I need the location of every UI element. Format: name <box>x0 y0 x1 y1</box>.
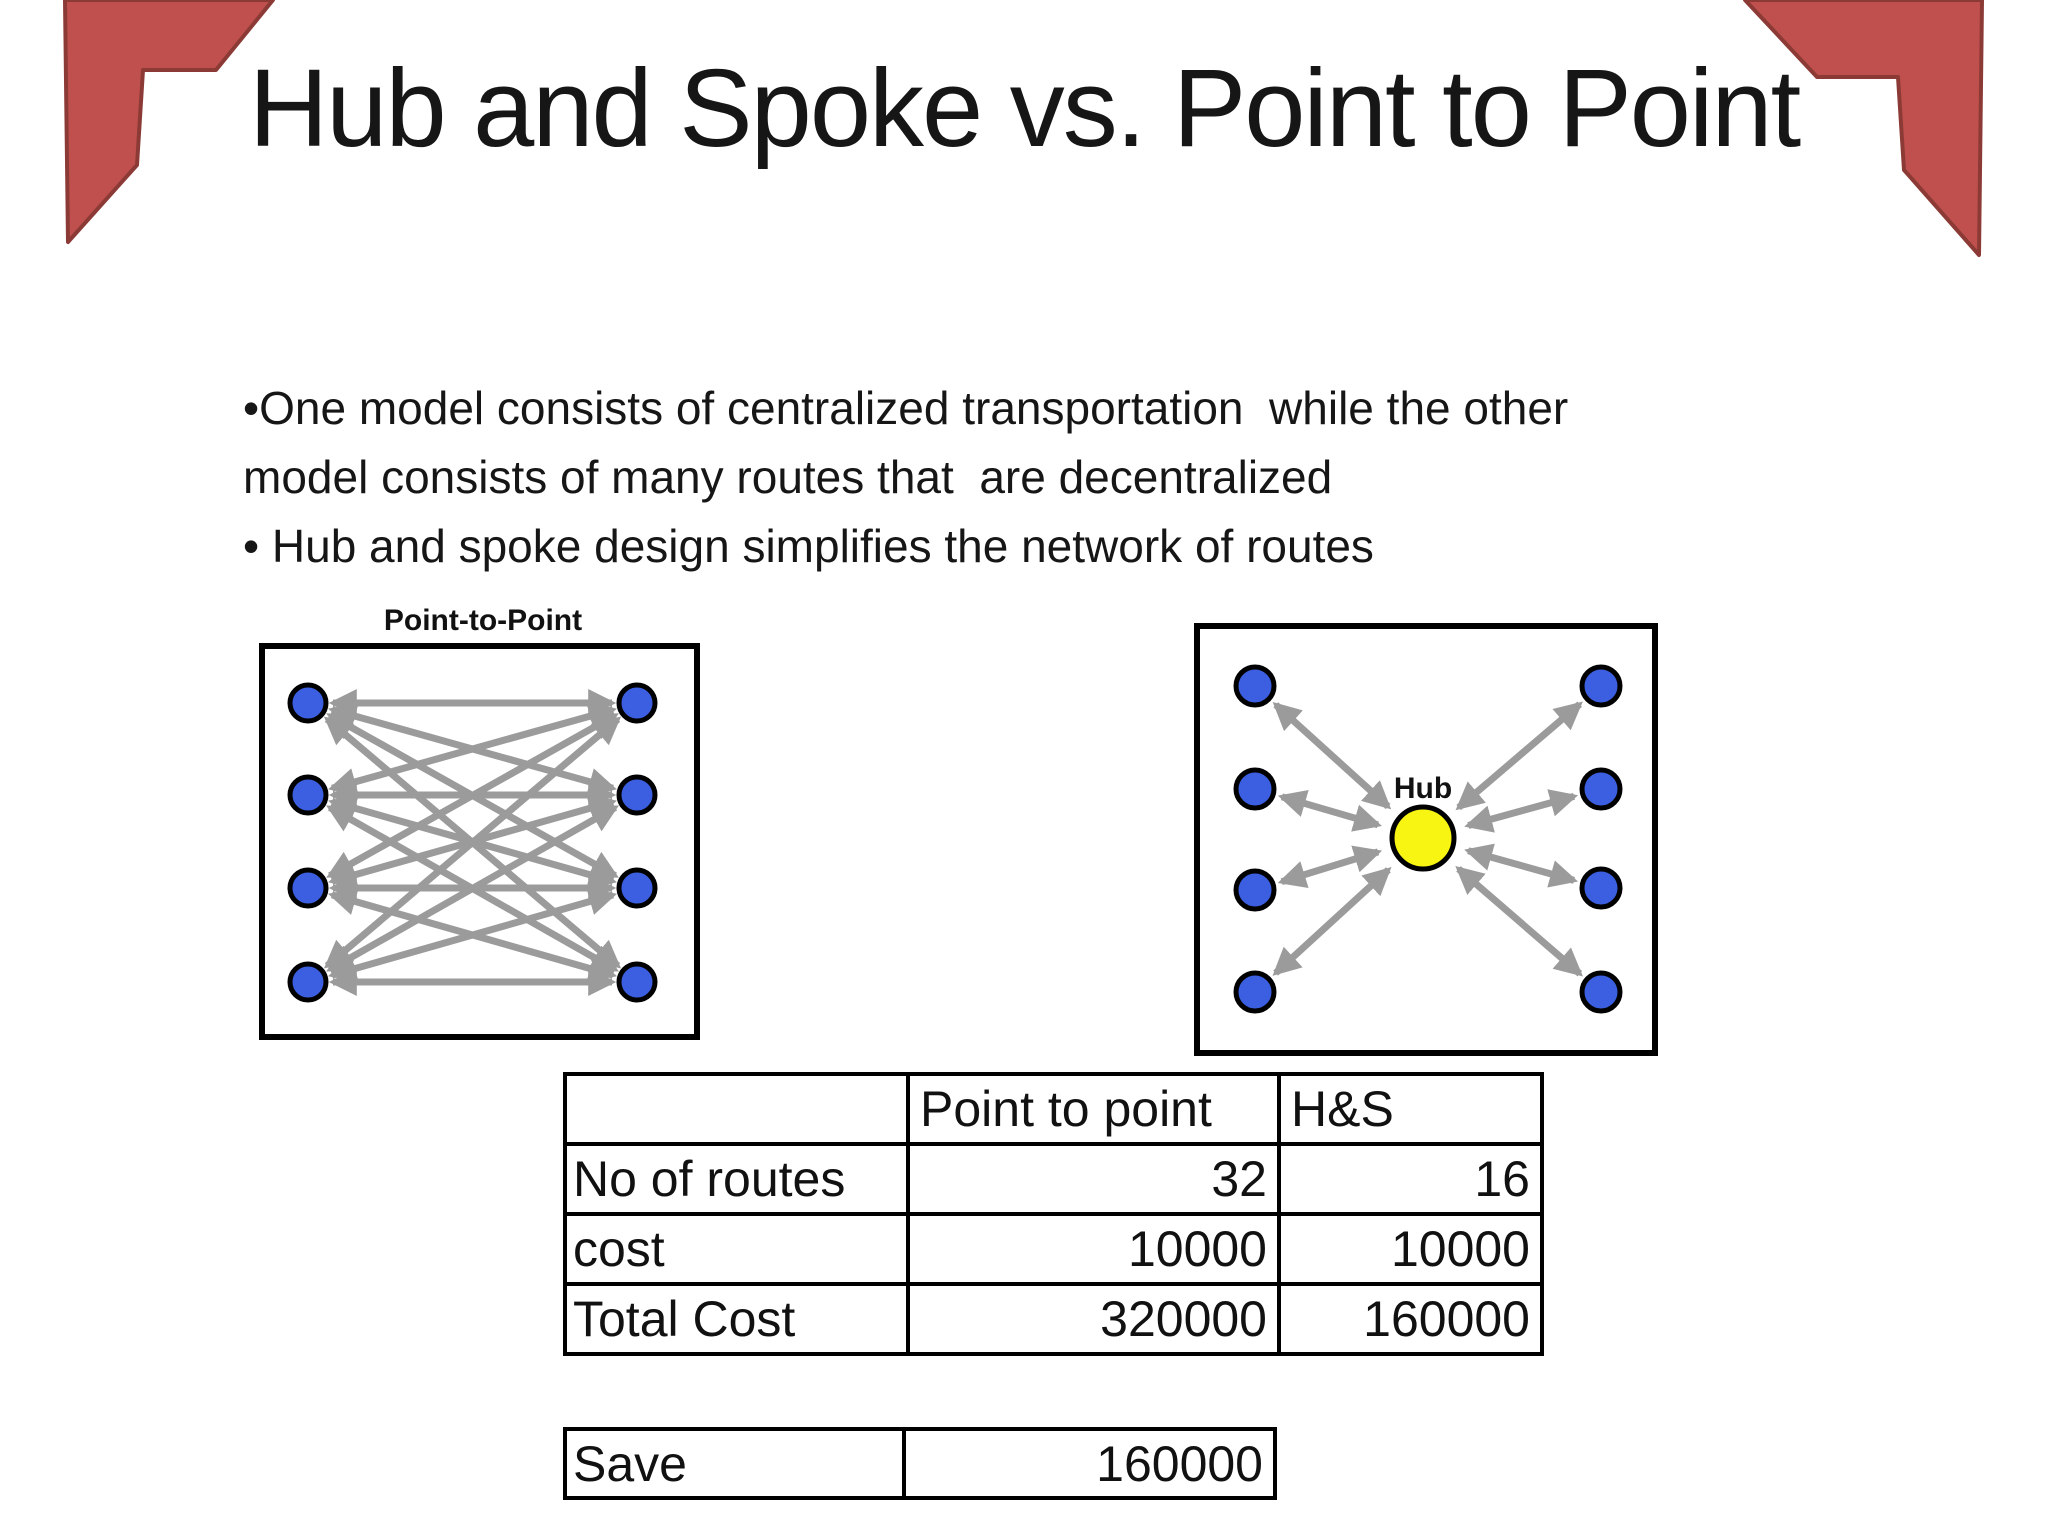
route-arrow <box>1277 790 1382 832</box>
row-label: No of routes <box>563 1142 910 1216</box>
route-arrow <box>1464 789 1579 833</box>
corner-decoration-left <box>63 0 275 244</box>
row-value-hs: 10000 <box>1277 1212 1544 1286</box>
point-to-point-nodes <box>287 682 658 1003</box>
header-point-to-point: Point to point <box>906 1072 1281 1146</box>
network-node <box>1579 866 1623 910</box>
network-node <box>287 682 329 724</box>
header-hs: H&S <box>1277 1072 1544 1146</box>
table-row: Total Cost 320000 160000 <box>563 1282 1544 1356</box>
point-to-point-arrows <box>323 689 622 996</box>
table-header-row: Point to point H&S <box>563 1072 1544 1146</box>
save-row: Save 160000 <box>563 1427 1277 1500</box>
point-to-point-label: Point-to-Point <box>384 604 582 637</box>
row-value-p2p: 10000 <box>906 1212 1281 1286</box>
network-node <box>1233 970 1277 1014</box>
hub-label: Hub <box>1394 772 1452 805</box>
network-node <box>1233 868 1277 912</box>
network-node <box>616 774 658 816</box>
header-empty-cell <box>563 1072 910 1146</box>
point-to-point-diagram: Point-to-Point <box>259 604 700 1040</box>
hub-and-spoke-diagram: Hub <box>1194 623 1658 1056</box>
network-node <box>287 867 329 909</box>
network-node <box>1233 664 1277 708</box>
route-arrow <box>1455 866 1583 977</box>
network-node <box>1579 970 1623 1014</box>
hub-and-spoke-nodes <box>1233 664 1623 1014</box>
row-label: cost <box>563 1212 910 1286</box>
hub-node <box>1389 804 1457 872</box>
save-value: 160000 <box>902 1427 1277 1500</box>
route-arrow <box>1272 866 1392 976</box>
network-node <box>287 774 329 816</box>
row-value-hs: 16 <box>1277 1142 1544 1216</box>
row-value-p2p: 320000 <box>906 1282 1281 1356</box>
bullet-list: •One model consists of centralized trans… <box>243 374 1883 581</box>
network-node <box>616 867 658 909</box>
network-node <box>1233 767 1277 811</box>
row-value-p2p: 32 <box>906 1142 1281 1216</box>
network-node <box>1579 767 1623 811</box>
network-node <box>616 961 658 1003</box>
comparison-table: Point to point H&S No of routes 32 16 co… <box>563 1072 1544 1356</box>
network-node <box>287 961 329 1003</box>
row-label: Total Cost <box>563 1282 910 1356</box>
network-node <box>1579 664 1623 708</box>
corner-decoration-right <box>1743 0 1984 257</box>
hub-and-spoke-arrows <box>1272 701 1583 977</box>
bullet-line-2: model consists of many routes that are d… <box>243 451 1333 503</box>
bullet-line-1: •One model consists of centralized trans… <box>243 382 1569 434</box>
table-row: No of routes 32 16 <box>563 1142 1544 1216</box>
route-arrow <box>327 887 618 983</box>
table-row: cost 10000 10000 <box>563 1212 1544 1286</box>
route-arrow <box>1272 701 1392 810</box>
slide-title: Hub and Spoke vs. Point to Point <box>248 47 1801 170</box>
network-node <box>616 682 658 724</box>
row-value-hs: 160000 <box>1277 1282 1544 1356</box>
bullet-line-3: • Hub and spoke design simplifies the ne… <box>243 520 1374 572</box>
save-table: Save 160000 <box>563 1427 1277 1500</box>
save-label: Save <box>563 1427 906 1500</box>
